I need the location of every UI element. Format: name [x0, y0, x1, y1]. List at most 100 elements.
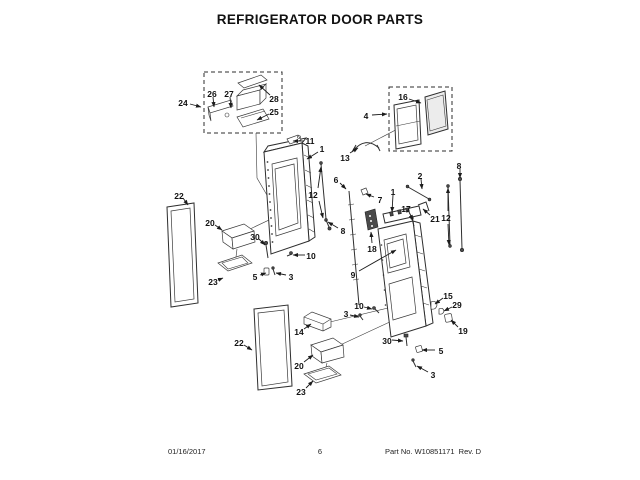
callout-leader-3 — [275, 271, 287, 277]
callout-13: 13 — [340, 153, 350, 163]
right-door-edge-hatching — [414, 234, 430, 306]
footer-page-number: 6 — [317, 447, 323, 456]
callout-leader-8 — [327, 221, 339, 229]
callout-6: 6 — [334, 175, 339, 185]
module-assembly-box — [203, 71, 283, 134]
callout-leader-17 — [408, 211, 414, 221]
bolt-10-center — [372, 306, 380, 314]
callout-leader-5 — [259, 272, 267, 277]
tube-part — [405, 184, 432, 202]
callout-18: 18 — [367, 244, 377, 254]
callout-leader-30 — [391, 338, 404, 343]
callout-leader-6 — [339, 182, 347, 190]
callout-leader-1 — [390, 194, 395, 213]
door-stop-clip — [430, 301, 438, 310]
callout-leader-7 — [365, 193, 375, 198]
callout-5: 5 — [253, 272, 258, 282]
right-door-top-rail — [382, 205, 422, 224]
door-flange-holes — [380, 244, 387, 306]
callout-10: 10 — [354, 301, 364, 311]
callout-leader-28 — [258, 84, 271, 96]
callout-27: 27 — [224, 89, 234, 99]
callout-leader-24 — [189, 103, 202, 108]
callout-leader-3 — [349, 313, 360, 318]
callout-24: 24 — [178, 98, 188, 108]
callout-leader-2 — [419, 178, 424, 190]
callout-28: 28 — [269, 94, 279, 104]
screw-3-center — [358, 313, 364, 321]
dispenser-frame-box — [388, 86, 453, 152]
callout-leader-23 — [217, 277, 224, 282]
callout-30: 30 — [382, 336, 392, 346]
callout-leader-10 — [363, 305, 373, 310]
callout-21: 21 — [430, 214, 440, 224]
callout-leader-18 — [369, 231, 374, 244]
hinge-pin-rod-left — [319, 161, 328, 222]
door-gasket-lower — [253, 304, 293, 391]
callout-19: 19 — [458, 326, 468, 336]
callout-leader-14 — [303, 323, 312, 330]
callout-2: 2 — [418, 171, 423, 181]
callout-leader-19 — [450, 319, 459, 328]
hinge-handle-part — [351, 142, 381, 153]
callout-15: 15 — [443, 291, 453, 301]
callout-1: 1 — [391, 187, 396, 197]
callout-3: 3 — [289, 272, 294, 282]
callout-9: 9 — [351, 270, 356, 280]
door-shelf-holes — [266, 161, 274, 243]
callout-23: 23 — [208, 277, 218, 287]
callout-3: 3 — [344, 309, 349, 319]
module-plate-part — [236, 108, 270, 128]
dispenser-panel-part — [424, 90, 449, 136]
callout-1: 1 — [320, 144, 325, 154]
callout-leader-4 — [371, 112, 388, 117]
callout-3: 3 — [431, 370, 436, 380]
callout-17: 17 — [401, 204, 411, 214]
screw-3-right — [411, 358, 417, 368]
mullion-rod — [347, 187, 369, 306]
screw-3-left — [271, 266, 276, 276]
callout-leader-15 — [434, 297, 444, 305]
callout-leader-22 — [182, 197, 189, 206]
hinge-rod-right-outer — [457, 177, 464, 253]
callout-leader-1 — [306, 151, 319, 160]
footer-date: 01/16/2017 — [168, 447, 206, 456]
callout-leader-26 — [211, 96, 216, 108]
door-tray-center — [303, 365, 342, 384]
callout-14: 14 — [294, 327, 304, 337]
lower-pin-left — [325, 219, 332, 231]
callout-10: 10 — [306, 251, 316, 261]
callout-leader-20 — [303, 354, 314, 363]
door-lower-recess — [388, 276, 417, 321]
callout-leader-12 — [317, 166, 323, 189]
end-cap-clip — [444, 313, 453, 323]
callout-leader-13 — [349, 147, 359, 154]
callout-leader-9 — [358, 249, 397, 272]
dispenser-frame-part — [393, 99, 422, 150]
bolt-10-left — [286, 251, 293, 257]
hinge-cam-part — [364, 208, 379, 231]
module-bracket-part — [207, 99, 234, 122]
screw-30-right — [403, 333, 409, 347]
screw-30-left — [263, 241, 269, 259]
callout-8: 8 — [457, 161, 462, 171]
callout-leader-16 — [408, 98, 422, 104]
callout-leader-3 — [416, 365, 429, 373]
callout-leader-21 — [422, 208, 431, 216]
callout-leader-27 — [228, 96, 233, 109]
callout-4: 4 — [364, 111, 369, 121]
door-tray-left — [217, 254, 253, 272]
support-bracket-part — [303, 311, 332, 332]
callout-leader-23 — [305, 380, 314, 389]
callout-20: 20 — [205, 218, 215, 228]
callout-leader-22 — [243, 344, 253, 351]
callout-26: 26 — [207, 89, 217, 99]
callout-20: 20 — [294, 361, 304, 371]
clip-bracket-part — [417, 201, 430, 212]
callout-leader-29 — [443, 306, 453, 312]
callout-leader-25 — [256, 113, 270, 121]
callout-11: 11 — [306, 136, 315, 146]
right-door-panel — [377, 205, 434, 338]
page-title: REFRIGERATOR DOOR PARTS — [216, 12, 424, 27]
